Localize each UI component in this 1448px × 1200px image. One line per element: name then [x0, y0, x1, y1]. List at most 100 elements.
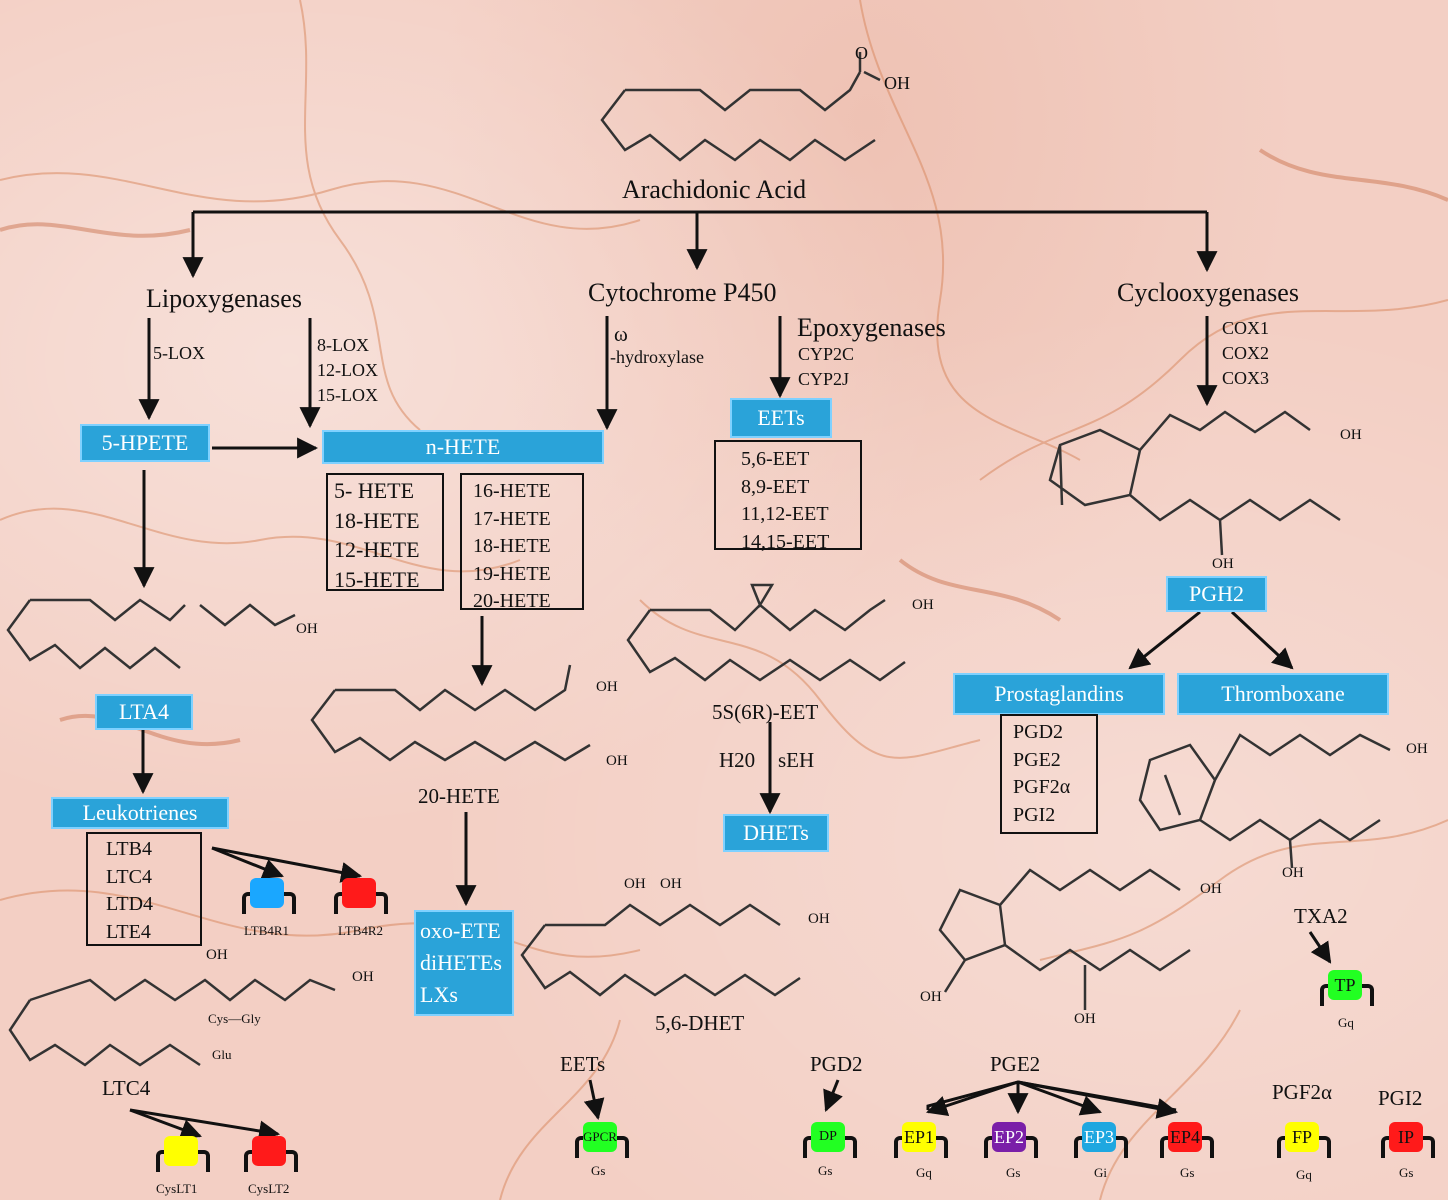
pge2-structure	[938, 868, 1191, 1010]
thromboxane-box: Thromboxane	[1177, 673, 1389, 715]
txa2-cooh-label: OH	[1406, 741, 1428, 757]
list-item: 5,6-EET	[741, 448, 810, 470]
omega-label: ω	[614, 322, 628, 346]
cyslt1-receptor-icon	[156, 1136, 210, 1172]
ltc4-ligand-label: LTC4	[102, 1076, 151, 1100]
arrow-lt-r2	[211, 846, 363, 883]
pge2-cooh-label: OH	[1200, 881, 1222, 897]
dhet-oh1-label: OH	[624, 876, 646, 892]
pgd2-ligand-label: PGD2	[810, 1052, 863, 1076]
list-item: PGF2α	[1013, 776, 1071, 798]
ep2-g-label: Gs	[1006, 1165, 1021, 1180]
txa2-structure	[1138, 733, 1391, 869]
list-item: 5- HETE	[334, 478, 415, 503]
pgh2-cooh-label: OH	[1340, 427, 1362, 443]
list-item: LTC4	[106, 865, 152, 888]
pge2-oh2-label: OH	[920, 989, 942, 1005]
list-item: LTD4	[106, 893, 154, 915]
dhet-oh2-label: OH	[660, 876, 682, 892]
cyclooxygenases-label: Cyclooxygenases	[1117, 278, 1299, 307]
ep4-receptor-icon: EP4	[1160, 1122, 1214, 1158]
dhet-56-label: 5,6-DHET	[655, 1011, 745, 1035]
hete20-oh-label: OH	[606, 753, 628, 769]
seh-label: sEH	[778, 748, 815, 772]
hpete-box: 5-HPETE	[80, 424, 210, 462]
arrow-to-lox	[193, 210, 1207, 276]
list-item: PGE2	[1013, 748, 1061, 771]
arrow-eets-gpcr	[583, 1079, 605, 1121]
ltb4r1-receptor-icon	[242, 878, 296, 914]
leukotrienes-box: Leukotrienes	[51, 797, 229, 829]
dhet-cooh-label: OH	[808, 911, 830, 927]
arrow-ltc4-r1	[129, 1108, 202, 1140]
dhets-box: DHETs	[723, 814, 829, 852]
aa-structure	[600, 52, 881, 162]
list-item: 17-HETE	[473, 507, 551, 530]
aa-oh-label: OH	[884, 73, 910, 93]
cyp2c-label: CYP2C	[798, 344, 855, 364]
eet-5s6r-label: 5S(6R)-EET	[712, 700, 819, 724]
list-item: 18-HETE	[334, 507, 420, 533]
ep4-g-label: Gs	[1180, 1165, 1195, 1180]
cytochrome-p450-label: Cytochrome P450	[588, 278, 777, 307]
list-item: 19-HETE	[473, 562, 551, 585]
arrow-ltc4-r2	[129, 1108, 281, 1142]
ep1-receptor-icon: EP1	[894, 1122, 948, 1158]
oxo-ete-label: oxo-ETE	[420, 918, 501, 943]
cys-gly-label: Cys—Gly	[208, 1011, 261, 1026]
lox8-label: 8-LOX	[317, 335, 369, 355]
list-item: 20-HETE	[473, 590, 551, 612]
gpcr-g-label: Gs	[591, 1163, 606, 1178]
fp-receptor-icon: FP	[1277, 1122, 1331, 1158]
pgh2-structure	[1048, 410, 1341, 556]
hete20-label: 20-HETE	[418, 784, 500, 808]
aa-o-label: O	[855, 43, 868, 63]
cyslt1-label: CysLT1	[156, 1181, 198, 1196]
hete-left-list: 5- HETE 18-HETE 12-HETE 15-HETE	[334, 476, 420, 594]
pgi2-ligand-label: PGI2	[1378, 1086, 1423, 1110]
list-item: 16-HETE	[473, 480, 551, 502]
hpete-oh-label: OH	[296, 621, 318, 637]
pgh2-oh-label: OH	[1212, 556, 1234, 572]
lt-list-box	[86, 832, 202, 946]
ep2-receptor-icon: EP2	[984, 1122, 1038, 1158]
hete-left-list-box	[326, 473, 444, 591]
arrow-pgh2-pg	[1128, 610, 1201, 670]
dp-receptor-icon: DP	[803, 1122, 857, 1158]
ltb4r2-label: LTB4R2	[338, 923, 384, 938]
hete-right-list: 16-HETE 17-HETE 18-HETE 19-HETE 20-HETE	[473, 478, 551, 616]
arrow-pgd2-dp	[823, 1079, 843, 1112]
dihetes-label: diHETEs	[420, 950, 502, 975]
eets-ligand-label: EETs	[560, 1052, 606, 1076]
hete20-cooh-label: OH	[596, 679, 618, 695]
epoxygenases-label: Epoxygenases	[797, 313, 946, 342]
cyslt2-label: CysLT2	[248, 1181, 290, 1196]
txa2-oh-label: OH	[1282, 865, 1304, 881]
list-item: 18-HETE	[473, 535, 551, 557]
oxo-ete-box: oxo-ETE diHETEs LXs	[414, 910, 514, 1016]
arrow-pgh2-tx	[1230, 610, 1294, 670]
arachidonic-acid-title: Arachidonic Acid	[622, 175, 807, 204]
ltc4-cooh-label: OH	[352, 969, 374, 985]
lipoxygenases-label: Lipoxygenases	[146, 284, 302, 313]
ip-g-label: Gs	[1399, 1165, 1414, 1180]
glu-label: Glu	[212, 1047, 232, 1062]
list-item: 14,15-EET	[741, 530, 830, 553]
list-item: 12-HETE	[334, 537, 420, 562]
list-item: PGD2	[1013, 721, 1064, 743]
tp-g-label: Gq	[1338, 1015, 1354, 1030]
list-item: 15-HETE	[334, 566, 420, 592]
prostaglandins-box: Prostaglandins	[953, 673, 1165, 715]
cyslt2-receptor-icon	[244, 1136, 298, 1172]
pg-list-box	[1000, 714, 1098, 834]
arrow-txa2-tp	[1308, 931, 1332, 964]
ip-receptor-icon: IP	[1381, 1122, 1435, 1158]
list-item: PGI2	[1013, 803, 1056, 826]
pg-list: PGD2 PGE2 PGF2α PGI2	[1013, 719, 1070, 829]
ep3-receptor-icon: EP3	[1074, 1122, 1128, 1158]
lox12-label: 12-LOX	[317, 360, 378, 380]
lta4-box: LTA4	[95, 694, 193, 730]
ltc4-oh-label: OH	[206, 947, 228, 963]
ltb4r2-receptor-icon	[334, 878, 388, 914]
